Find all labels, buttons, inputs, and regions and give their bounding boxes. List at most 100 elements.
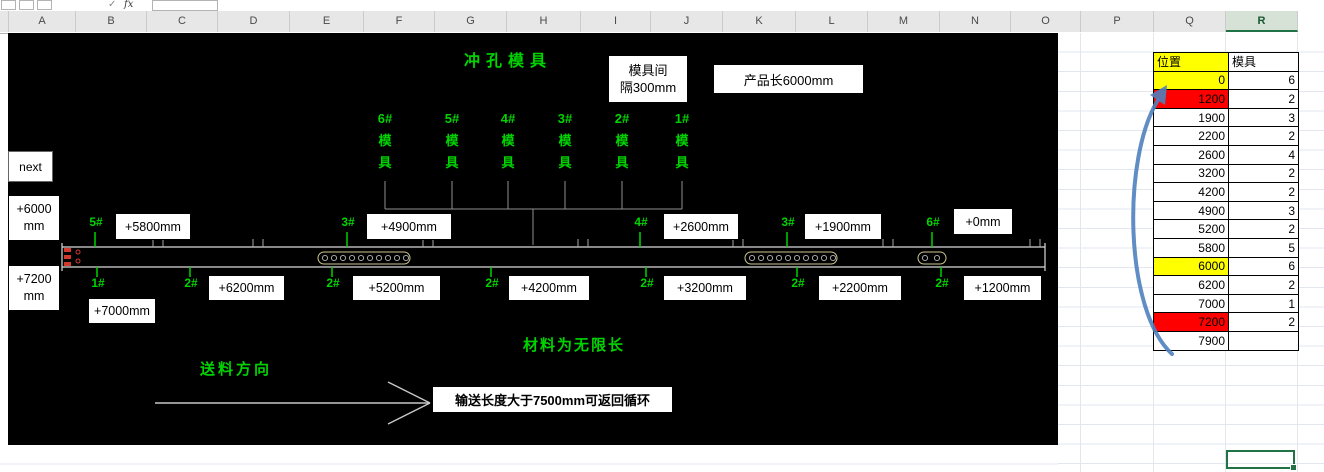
die-cell[interactable] xyxy=(1228,330,1299,351)
die-cell[interactable]: 2 xyxy=(1228,219,1299,239)
loop-back-arrow[interactable] xyxy=(1118,82,1190,367)
fill-handle[interactable] xyxy=(1290,464,1297,471)
strip-die-label: 2# xyxy=(326,276,340,290)
position-cell[interactable]: 6200 xyxy=(1153,275,1229,295)
offset-callout: +0mm xyxy=(953,208,1013,235)
feed-direction-label: 送料方向 xyxy=(200,361,273,378)
cad-drawing-object[interactable]: 冲孔模具 材料为无限长 送料方向 模具间 隔300mm 产品长6000mm ne… xyxy=(8,33,1058,445)
position-header-cell[interactable]: 位置 xyxy=(1153,52,1229,72)
die-cell[interactable]: 2 xyxy=(1228,182,1299,202)
die-cell[interactable]: 2 xyxy=(1228,275,1299,295)
die-cell[interactable]: 3 xyxy=(1228,200,1299,221)
column-header-a[interactable]: A xyxy=(9,11,76,32)
column-header-h[interactable]: H xyxy=(507,11,581,32)
die-cell[interactable]: 6 xyxy=(1228,70,1299,91)
column-header-p[interactable]: P xyxy=(1081,11,1154,32)
die-cell[interactable]: 2 xyxy=(1228,312,1299,332)
table-row: 位置 模具 xyxy=(1153,52,1299,72)
strip-die-label: 2# xyxy=(485,276,499,290)
column-header-q[interactable]: Q xyxy=(1154,11,1226,32)
column-header-c[interactable]: C xyxy=(147,11,218,32)
column-header-i[interactable]: I xyxy=(581,11,651,32)
column-header-n[interactable]: N xyxy=(940,11,1011,32)
die-cell[interactable]: 1 xyxy=(1228,293,1299,314)
offset-callout: +5800mm xyxy=(115,213,191,240)
selected-cell[interactable] xyxy=(1226,450,1297,471)
die-bracket-lines xyxy=(384,181,683,245)
column-header-m[interactable]: M xyxy=(868,11,940,32)
position-cell[interactable]: 4900 xyxy=(1153,200,1229,221)
feed-direction-arrow xyxy=(155,381,431,425)
strip-die-label: 2# xyxy=(640,276,654,290)
strip-start-marks xyxy=(64,248,81,266)
column-header-k[interactable]: K xyxy=(723,11,796,32)
column-header-j[interactable]: J xyxy=(651,11,723,32)
strip-die-label: 2# xyxy=(935,276,949,290)
column-header-o[interactable]: O xyxy=(1011,11,1081,32)
header-corner[interactable] xyxy=(0,11,9,32)
column-header-d[interactable]: D xyxy=(218,11,290,32)
strip-tick-marks xyxy=(152,239,1041,247)
offset-callout: +4200mm xyxy=(508,275,590,301)
offset-callout: +3200mm xyxy=(663,275,747,301)
enter-icon[interactable]: ✓ xyxy=(108,0,117,10)
die-label-column: 1#模具 xyxy=(674,111,690,170)
diagram-linework xyxy=(61,181,1046,425)
offset-callout-left-bottom: +7200 mm xyxy=(8,265,60,311)
offset-callout: +4900mm xyxy=(366,213,452,240)
position-cell[interactable]: 1200 xyxy=(1153,89,1229,109)
position-cell[interactable]: 7200 xyxy=(1153,312,1229,332)
die-cell[interactable]: 2 xyxy=(1228,163,1299,184)
die-position-ticks xyxy=(94,232,942,277)
offset-callout: +1900mm xyxy=(804,213,882,240)
loop-note: 输送长度大于7500mm可返回循环 xyxy=(432,386,673,413)
column-header-g[interactable]: G xyxy=(435,11,507,32)
die-label-column: 3#模具 xyxy=(557,111,573,170)
position-cell[interactable]: 6000 xyxy=(1153,256,1229,277)
column-header-l[interactable]: L xyxy=(796,11,868,32)
position-cell[interactable]: 7900 xyxy=(1153,330,1229,351)
column-header-b[interactable]: B xyxy=(76,11,147,32)
column-header-f[interactable]: F xyxy=(364,11,435,32)
position-cell[interactable]: 0 xyxy=(1153,70,1229,91)
strip-die-label: 2# xyxy=(791,276,805,290)
offset-callout: +2200mm xyxy=(818,275,902,301)
die-cell[interactable]: 4 xyxy=(1228,144,1299,165)
position-cell[interactable]: 3200 xyxy=(1153,163,1229,184)
die-label-column: 2#模具 xyxy=(614,111,630,170)
diagram-title: 冲孔模具 xyxy=(463,53,552,70)
next-button[interactable]: next xyxy=(8,151,53,182)
die-cell[interactable]: 6 xyxy=(1228,256,1299,277)
material-strip-lines xyxy=(61,243,1046,271)
die-header-cell[interactable]: 模具 xyxy=(1228,52,1299,72)
die-cell[interactable]: 2 xyxy=(1228,89,1299,109)
offset-callout: +6200mm xyxy=(208,275,285,301)
die-cell[interactable]: 2 xyxy=(1228,126,1299,146)
position-cell[interactable]: 2600 xyxy=(1153,144,1229,165)
strip-die-label: 3# xyxy=(781,215,795,229)
offset-callout: +5200mm xyxy=(352,275,441,301)
fx-icon[interactable]: fx xyxy=(124,0,134,10)
die-cell[interactable]: 3 xyxy=(1228,107,1299,128)
name-box-fragment[interactable] xyxy=(152,0,218,11)
product-length-note: 产品长6000mm xyxy=(713,64,864,94)
formula-bar-fragment xyxy=(37,0,52,10)
offset-callout-left-top: +6000 mm xyxy=(8,195,60,241)
column-header-e[interactable]: E xyxy=(290,11,364,32)
die-cell[interactable]: 5 xyxy=(1228,237,1299,258)
column-header-r-selected[interactable]: R xyxy=(1226,11,1298,32)
formula-bar-fragment xyxy=(19,0,34,10)
die-label-column: 4#模具 xyxy=(500,111,516,170)
offset-callout: +7000mm xyxy=(88,298,156,324)
position-cell[interactable]: 7000 xyxy=(1153,293,1229,314)
material-note: 材料为无限长 xyxy=(523,337,626,354)
sheet-cells-area[interactable] xyxy=(0,445,1058,472)
offset-callout: +2600mm xyxy=(663,213,739,240)
